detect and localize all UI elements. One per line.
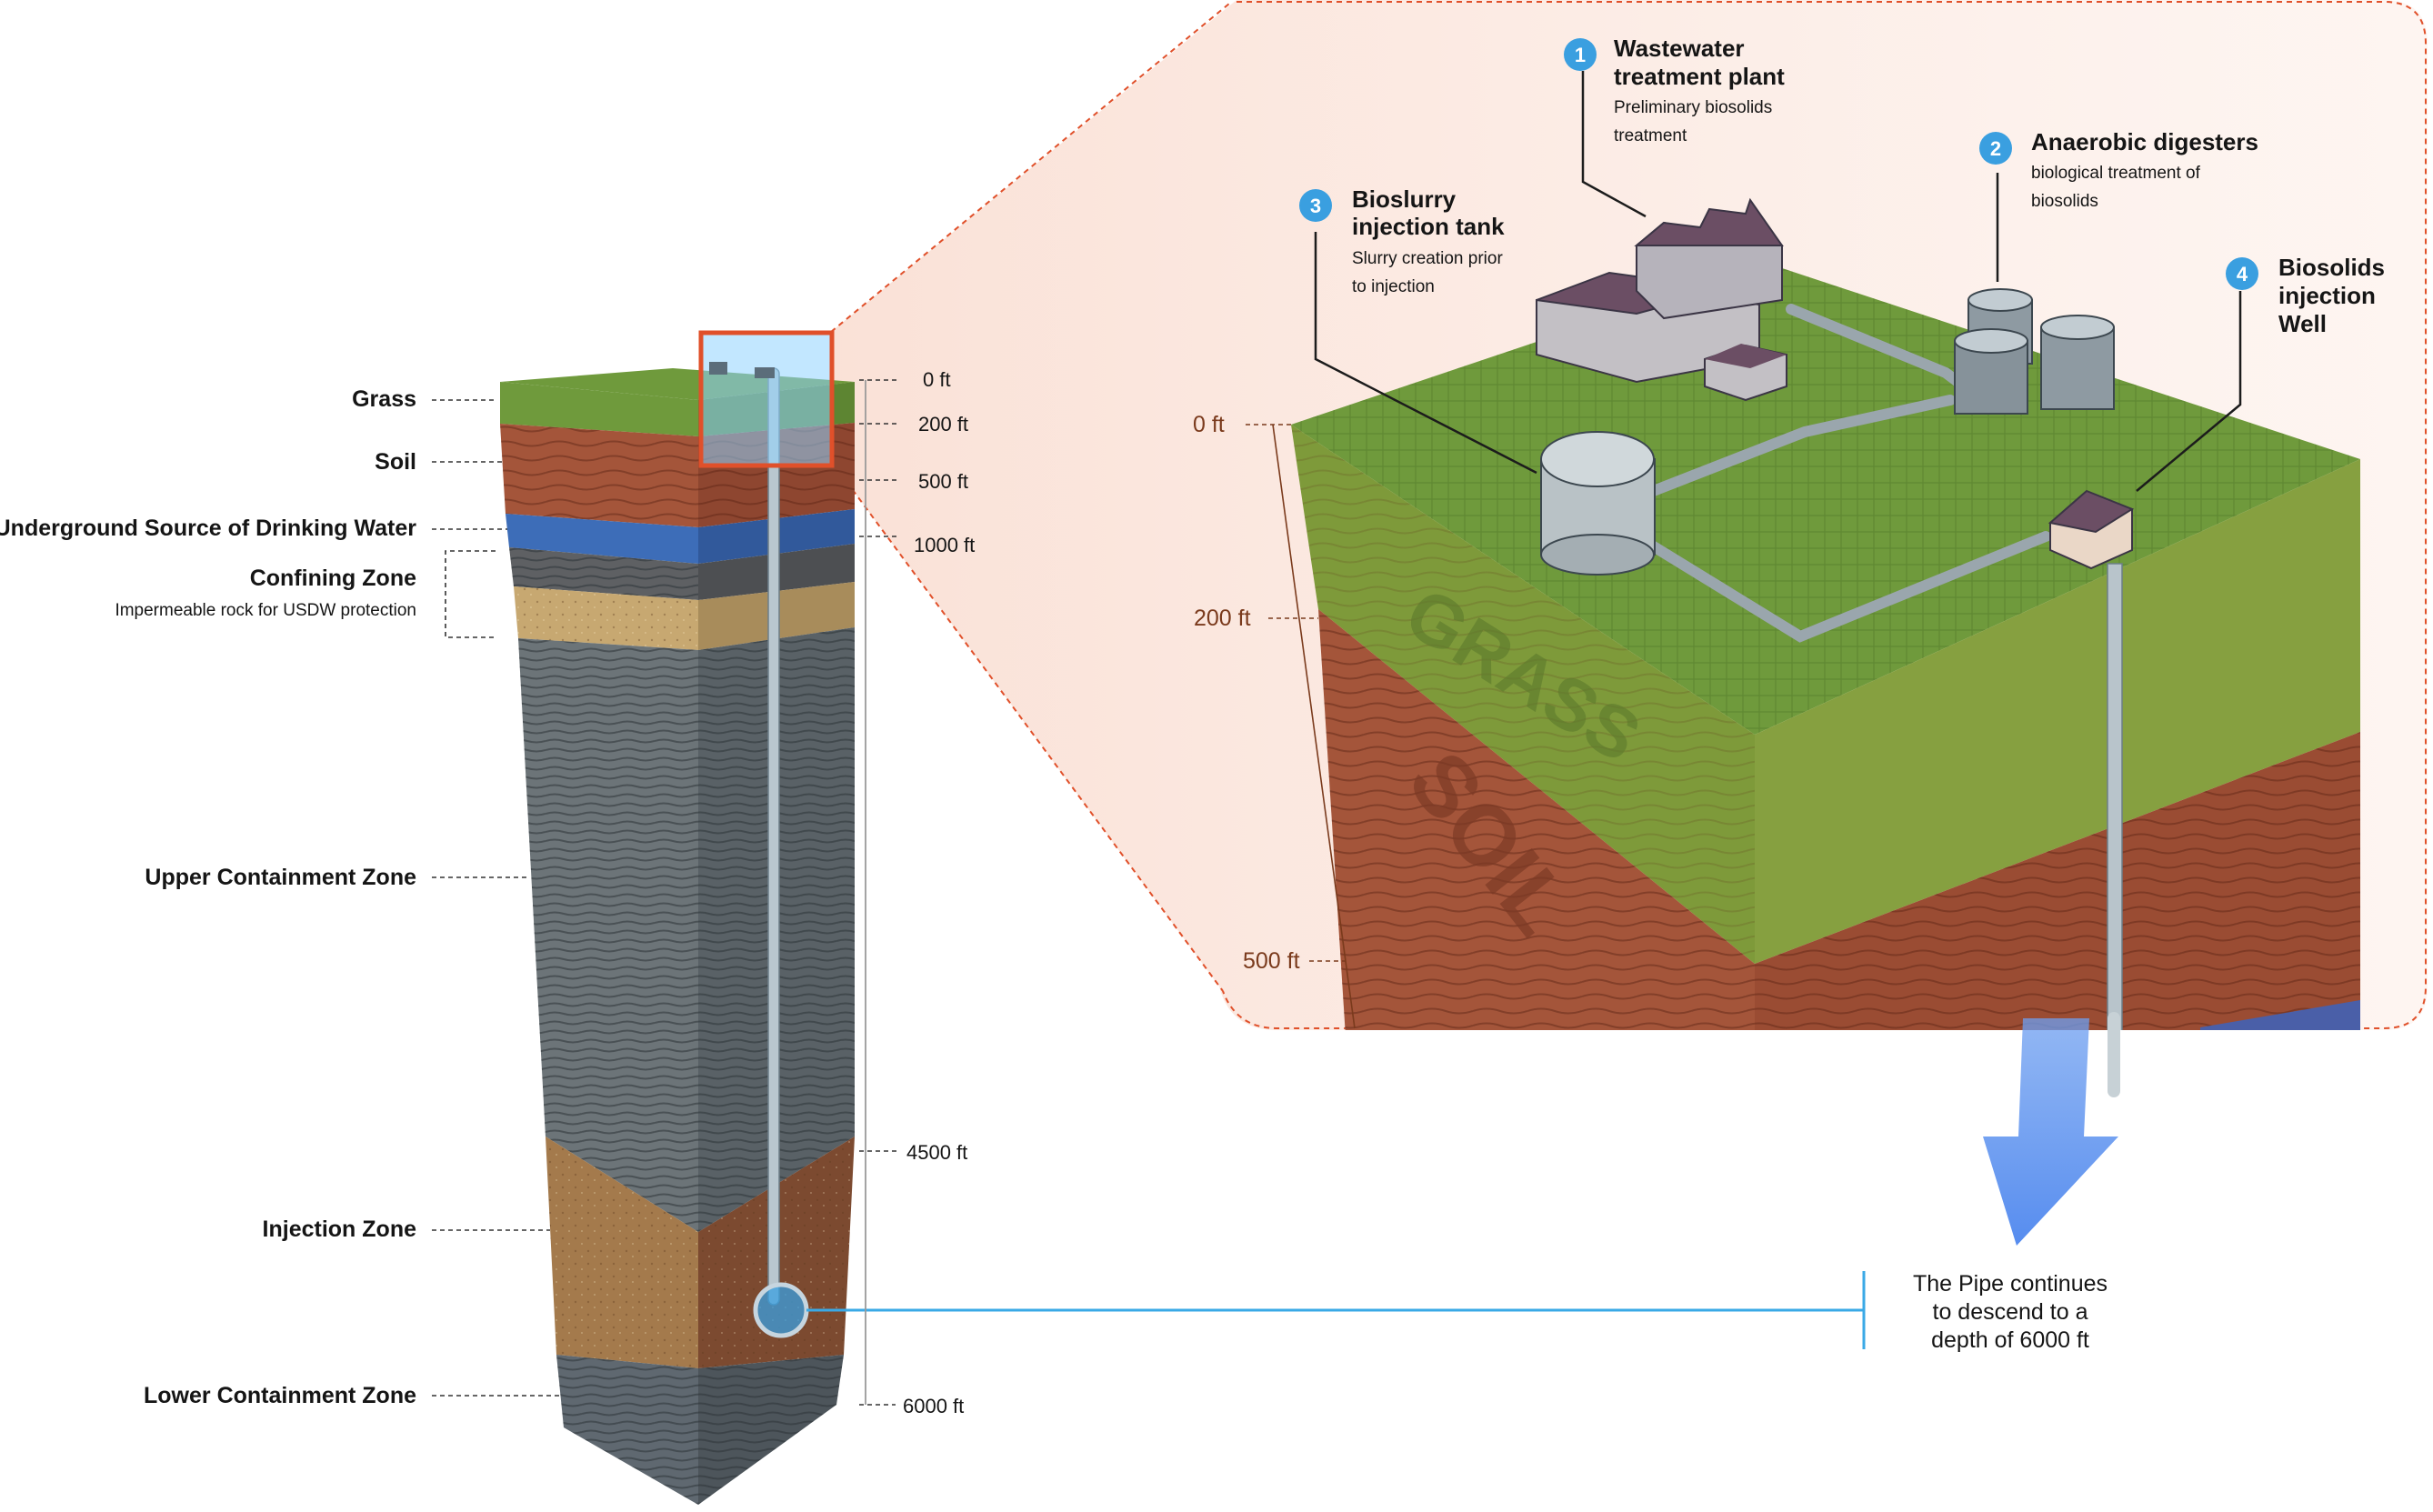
surface-pipe [1595, 508, 2051, 643]
step-2-number: 2 [1990, 137, 2001, 160]
surface-highlight [698, 330, 835, 468]
step-2-sub-2: biosolids [2031, 192, 2098, 211]
detail-depth-500: 500 ft [1243, 948, 1300, 974]
label-injection: Injection Zone [263, 1217, 417, 1242]
depth-6000: 6000 ft [903, 1395, 964, 1417]
detail-right-grass [1755, 459, 2360, 964]
step-2-sub-1: biological treatment of [2031, 164, 2201, 183]
injection-point-marker [753, 1282, 809, 1338]
depth-1000: 1000 ft [914, 534, 975, 556]
step-4-title-2: injection [2278, 282, 2376, 309]
step-4-title-3: Well [2278, 310, 2327, 337]
step-1-sub-2: treatment [1614, 126, 1687, 145]
geology-column [500, 330, 855, 1505]
detail-depth-0: 0 ft [1193, 412, 1225, 437]
step-1-badge [1564, 38, 1597, 71]
depth-200: 200 ft [918, 413, 968, 436]
step-1: 1 Wastewater treatment plant Preliminary… [1564, 35, 1785, 145]
label-confining: Confining Zone [250, 566, 416, 591]
step-4-number: 4 [2237, 263, 2248, 285]
depth-4500: 4500 ft [906, 1141, 967, 1164]
detail-block: GRASS SOIL [1291, 197, 2360, 1030]
pipe-depth-note: The Pipe continues to descend to a depth… [1913, 1271, 2108, 1353]
step-4-title-1: Biosolids [2278, 254, 2385, 281]
step-1-number: 1 [1575, 44, 1586, 66]
step-2-badge [1979, 132, 2012, 165]
note-line-1: The Pipe continues [1913, 1271, 2108, 1297]
wastewater-plant-building [1536, 197, 1787, 402]
depth-0: 0 ft [923, 368, 951, 391]
label-soil: Soil [375, 449, 416, 475]
detail-depth-200: 200 ft [1194, 606, 1251, 631]
label-confining-sub: Impermeable rock for USDW protection [115, 601, 416, 620]
bioslurry-tank [1540, 431, 1656, 576]
depth-scale: 0 ft 200 ft 500 ft 1000 ft 4500 ft 6000 … [859, 368, 975, 1417]
label-upper: Upper Containment Zone [145, 865, 416, 890]
step-2: 2 Anaerobic digesters biological treatme… [1979, 128, 2258, 211]
layer-usdw [506, 514, 698, 564]
detail-depth-scale: 0 ft 200 ft 500 ft [1193, 412, 1356, 1029]
note-line-2: to descend to a [1933, 1299, 2088, 1325]
step-3-number: 3 [1310, 195, 1321, 217]
well-pipe [767, 367, 780, 1306]
step-1-title-2: treatment plant [1614, 63, 1785, 90]
column-labels: Grass Soil Underground Source of Drinkin… [0, 386, 559, 1408]
detail-well-pipe [2107, 563, 2123, 1030]
step-4: 4 Biosolids injection Well [2226, 254, 2385, 337]
depth-500: 500 ft [918, 470, 968, 493]
anaerobic-digesters [1954, 288, 2115, 415]
step-3: 3 Bioslurry injection tank Slurry creati… [1299, 185, 1505, 296]
descend-arrow [1983, 1018, 2118, 1246]
step-3-title-1: Bioslurry [1352, 185, 1457, 213]
step-4-badge [2226, 257, 2258, 290]
detail-frame [1222, 1, 2427, 1029]
step-1-sub-1: Preliminary biosolids [1614, 98, 1772, 117]
injection-wellhead [2048, 489, 2135, 570]
step-3-title-2: injection tank [1352, 213, 1505, 240]
label-usdw: Underground Source of Drinking Water [0, 516, 416, 541]
step-3-badge [1299, 189, 1332, 222]
layer-grass [500, 382, 698, 436]
step-3-sub-2: to injection [1352, 277, 1435, 296]
step-3-sub-1: Slurry creation prior [1352, 249, 1503, 268]
step-2-title-1: Anaerobic digesters [2031, 128, 2258, 155]
note-line-3: depth of 6000 ft [1931, 1327, 2089, 1353]
step-1-title-1: Wastewater [1614, 35, 1745, 62]
label-lower: Lower Containment Zone [144, 1383, 416, 1408]
label-grass: Grass [352, 386, 416, 412]
